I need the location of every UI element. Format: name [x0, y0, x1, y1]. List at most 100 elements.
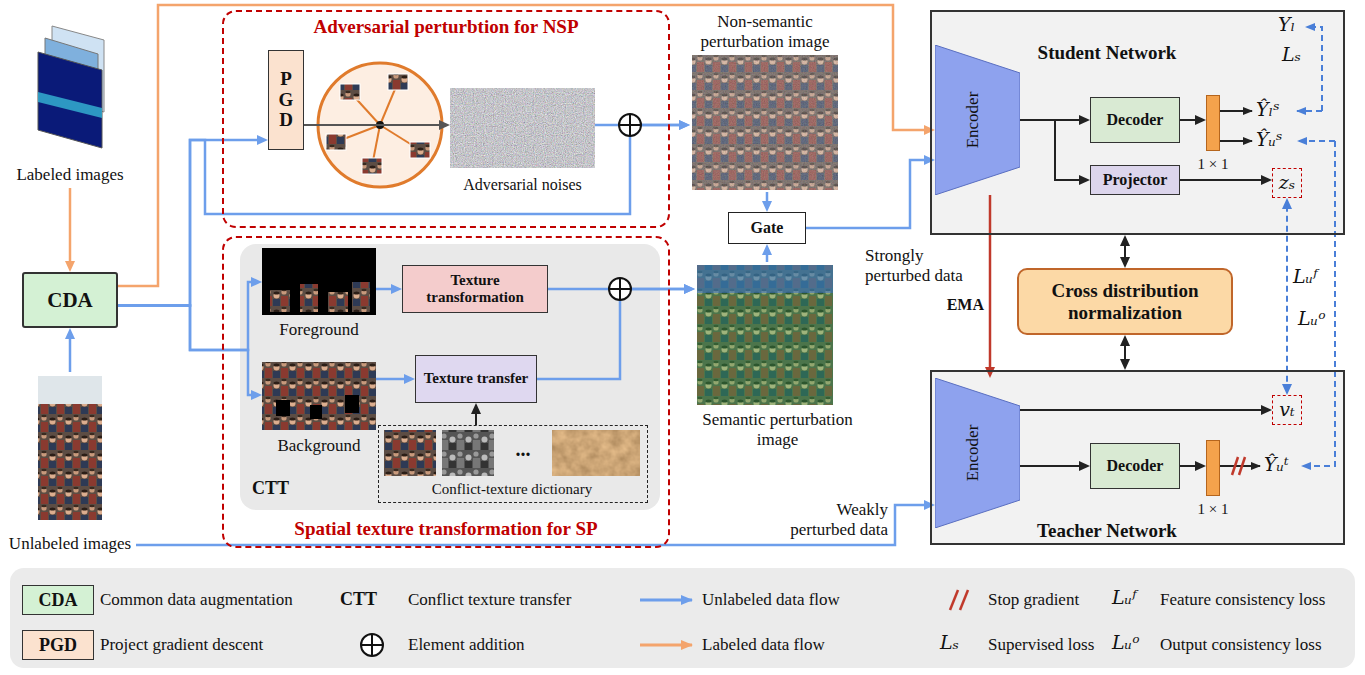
node-text: Labeled images	[10, 165, 130, 185]
node-text: Cross distribution normalization	[1019, 280, 1231, 324]
connector	[376, 374, 415, 384]
node-text: Conflict-texture dictionary	[379, 481, 645, 498]
legend-text: Labeled data flow	[702, 635, 825, 655]
arrow-head	[404, 374, 415, 384]
connector	[1020, 120, 1090, 185]
node-text: Adversarial perturbtion for NSP	[224, 16, 668, 38]
foreground-image	[262, 248, 376, 315]
connector	[1180, 175, 1272, 185]
arrow-head	[1079, 175, 1090, 185]
connector	[471, 403, 481, 425]
arrow-head	[684, 284, 695, 294]
conv-bar: 1 × 1	[1206, 440, 1220, 496]
element-addition-symbol	[361, 114, 641, 656]
arrow-head	[251, 277, 262, 287]
connector	[118, 135, 268, 306]
node-text: Background	[262, 436, 376, 456]
panel-fill	[930, 10, 1345, 235]
arrow-head	[1120, 335, 1130, 346]
node-text: Adversarial noises	[450, 176, 595, 194]
unlabeled-image	[38, 376, 102, 404]
arrow-head	[1195, 461, 1206, 471]
edge-label: Strongly perturbed data	[865, 246, 983, 285]
connector	[65, 188, 75, 272]
node-text: Semantic perturbation image	[695, 410, 860, 449]
connector	[985, 195, 995, 378]
connector	[118, 306, 262, 400]
panel-fill	[10, 10, 1355, 668]
output-arrow	[1220, 140, 1252, 142]
background-image	[262, 362, 376, 430]
arrow-head	[65, 261, 75, 272]
semantic-image	[697, 265, 833, 293]
element-addition-symbol	[361, 634, 383, 656]
background-image	[262, 362, 376, 430]
encoder-shape	[935, 378, 1020, 528]
panel-fill	[10, 568, 1355, 668]
arrow-head	[1120, 359, 1130, 370]
legend-key: CTT	[340, 589, 377, 610]
math-symbol: Ŷₗˢ	[1256, 99, 1280, 121]
node-text: Student Network	[1017, 42, 1197, 64]
connector-line	[376, 378, 407, 381]
image-node: Adversarial noises	[450, 88, 595, 203]
connector-line	[118, 5, 927, 286]
connector	[762, 192, 772, 212]
node-text: Teacher Network	[1017, 520, 1197, 542]
math-symbol: Yₗ	[1278, 14, 1295, 36]
foreground-image	[262, 248, 376, 315]
background-image	[276, 400, 290, 416]
process-box: Texture transformation	[402, 265, 548, 313]
grey-region: CTTForegroundTexture transformationBackg…	[240, 244, 660, 510]
node-text: Unlabeled images	[4, 534, 136, 554]
legend-text: Supervised loss	[988, 635, 1094, 655]
connector	[1020, 405, 1272, 415]
connector	[806, 155, 935, 228]
arrow-head	[471, 403, 481, 414]
perturbation-circle	[326, 134, 346, 150]
math-symbol: Ŷᵤᵗ	[1264, 454, 1289, 476]
legend-text: Feature consistency loss	[1160, 590, 1325, 610]
image-node: Non-semantic perturbation image	[690, 12, 840, 192]
legend-text: Conflict texture transfer	[408, 590, 571, 610]
noise-image	[450, 88, 595, 168]
node-text: Decoder	[1107, 111, 1164, 129]
legend-text: Element addition	[408, 635, 525, 655]
node-text: CDA	[47, 288, 93, 312]
process-box: Texture transfer	[415, 355, 537, 403]
nonsemantic-image	[692, 55, 838, 190]
texture-thumbnails	[442, 430, 494, 476]
encoder-shape	[935, 45, 1020, 195]
texture-thumbnails	[384, 430, 436, 476]
connector	[1180, 115, 1206, 125]
texture-thumbnails	[384, 430, 640, 476]
arrow-head	[684, 284, 695, 294]
connector-line	[118, 306, 254, 395]
connector	[1020, 461, 1090, 471]
dictionary-box: Conflict-texture dictionary	[378, 425, 648, 503]
arrow-head	[391, 284, 402, 294]
element-addition-symbol	[629, 114, 631, 136]
connector	[376, 284, 402, 294]
connector	[65, 328, 75, 372]
node-text: Projector	[1103, 171, 1168, 189]
connector	[1180, 461, 1206, 471]
arrow-head	[1120, 235, 1130, 246]
feature-box: zₛ	[1272, 168, 1302, 198]
loss-arrow	[1302, 141, 1335, 466]
perturbation-circle	[362, 158, 382, 174]
unlabeled-image	[38, 376, 102, 520]
process-box: Decoder	[1090, 443, 1180, 489]
connector-line	[118, 282, 254, 350]
connector	[304, 120, 450, 130]
image-node: Foreground	[262, 248, 376, 343]
stop-gradient-mark	[1239, 457, 1245, 475]
semantic-image	[697, 265, 833, 405]
node-text: PGD	[277, 69, 296, 132]
legend-key: Lᵤᵒ	[1112, 632, 1140, 654]
math-symbol: Lₛ	[1282, 44, 1301, 66]
element-addition-symbol	[609, 278, 631, 300]
encoder-trapezoid: Encoder	[935, 378, 1020, 528]
math-symbol: Ŷᵤˢ	[1256, 129, 1283, 151]
encoder-trapezoid: Encoder	[935, 45, 1020, 195]
